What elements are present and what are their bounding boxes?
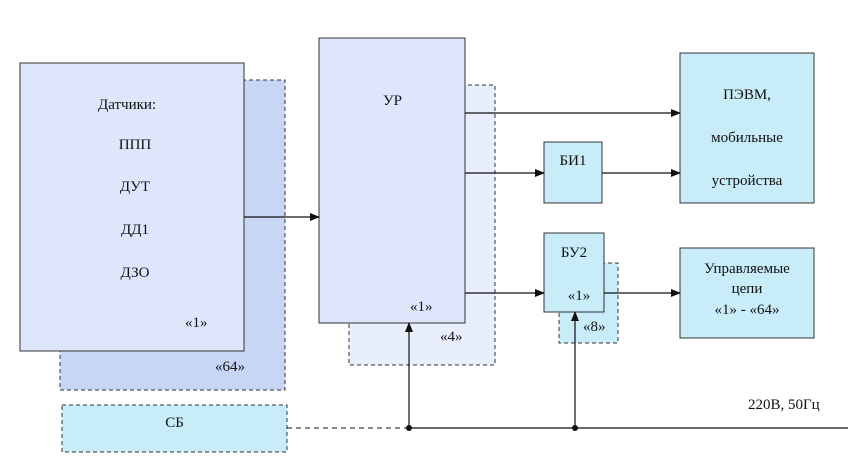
ur-block (318, 37, 466, 324)
junction-dot-ur (406, 425, 412, 431)
ur-title: УР (383, 93, 402, 109)
sensor-item-dd1: ДД1 (121, 222, 149, 238)
bu2-count: «8» (583, 319, 606, 335)
sensors-block (19, 62, 245, 352)
controlled-line-2: цепи (731, 281, 763, 297)
bi1-title: БИ1 (559, 153, 587, 169)
controlled-line-3: «1» - «64» (714, 302, 780, 318)
sensor-item-dut: ДУТ (119, 179, 151, 195)
sb-block (61, 404, 288, 453)
sensor-item-dzo: ДЗО (120, 265, 150, 281)
bu2-title: БУ2 (560, 245, 588, 261)
junction-dot-bu2 (572, 425, 578, 431)
sensors-title: Датчики: (98, 97, 157, 113)
ur-count: «4» (440, 329, 463, 345)
bi1-block (543, 141, 603, 204)
controlled-line-1: Управляемые (704, 261, 790, 277)
controlled-circuits-block (679, 247, 815, 339)
pc-line-3: устройства (711, 173, 783, 189)
pc-line-1: ПЭВМ, (723, 87, 771, 103)
sb-title: СБ (165, 415, 184, 431)
pc-line-2: мобильные (711, 130, 783, 146)
power-label: 220В, 50Гц (748, 397, 820, 413)
pc-block (679, 52, 815, 204)
ur-index: «1» (410, 299, 433, 315)
bu2-index: «1» (567, 288, 591, 304)
sensors-index: «1» (185, 315, 208, 331)
bu2-block (543, 232, 605, 313)
sensors-count: «64» (215, 359, 245, 375)
sensor-item-ppp: ППП (118, 137, 152, 153)
